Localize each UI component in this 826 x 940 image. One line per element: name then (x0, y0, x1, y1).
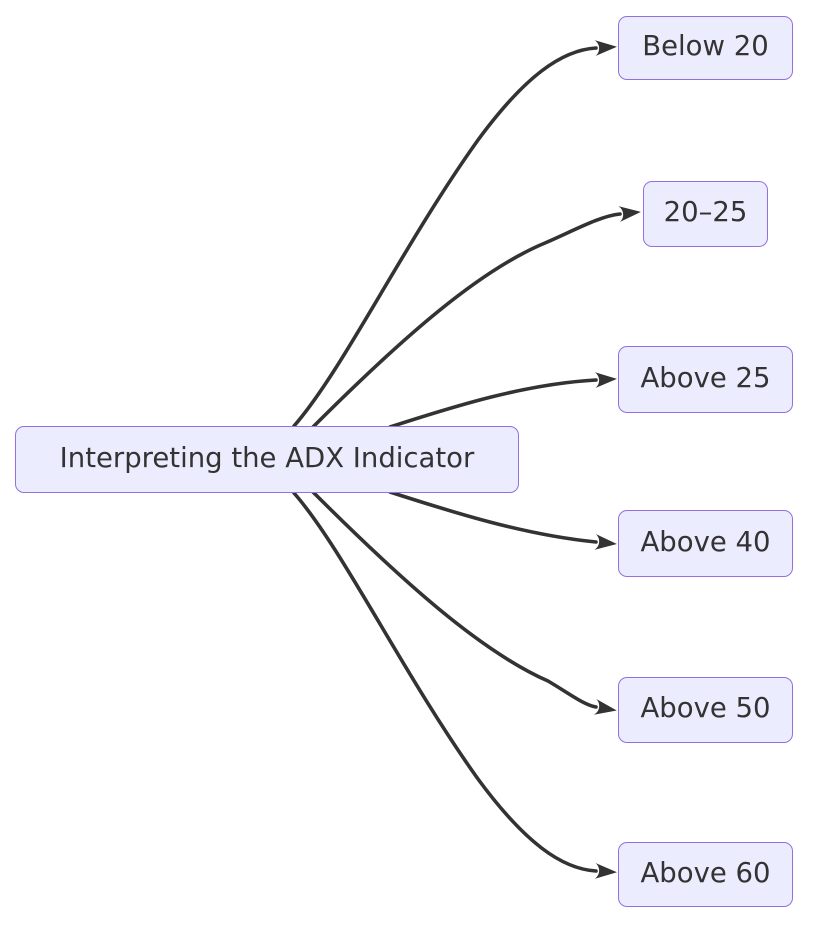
edge-root-to-20-25 (311, 206, 641, 429)
edge-root-to-above-60 (292, 491, 617, 879)
node-above-25-label: Above 25 (640, 361, 771, 394)
edge-root-to-above-40 (388, 490, 617, 550)
edges-group (292, 40, 641, 879)
node-below-20-label: Below 20 (642, 30, 769, 63)
node-below-20: Below 20 (618, 16, 793, 80)
node-20-25-label: 20–25 (663, 196, 748, 229)
node-above-40-label: Above 40 (640, 525, 771, 558)
edge-root-to-below-20 (292, 40, 617, 428)
node-above-40: Above 40 (618, 510, 793, 577)
node-above-60-label: Above 60 (640, 856, 771, 889)
node-above-25: Above 25 (618, 346, 793, 413)
node-above-50: Above 50 (618, 677, 793, 743)
node-above-60: Above 60 (618, 842, 793, 907)
edge-root-to-above-50 (311, 490, 617, 715)
node-20-25: 20–25 (643, 181, 768, 247)
node-above-50-label: Above 50 (640, 692, 771, 725)
node-root: Interpreting the ADX Indicator (15, 426, 519, 493)
edge-root-to-above-25 (388, 372, 617, 429)
node-root-label: Interpreting the ADX Indicator (59, 441, 475, 474)
